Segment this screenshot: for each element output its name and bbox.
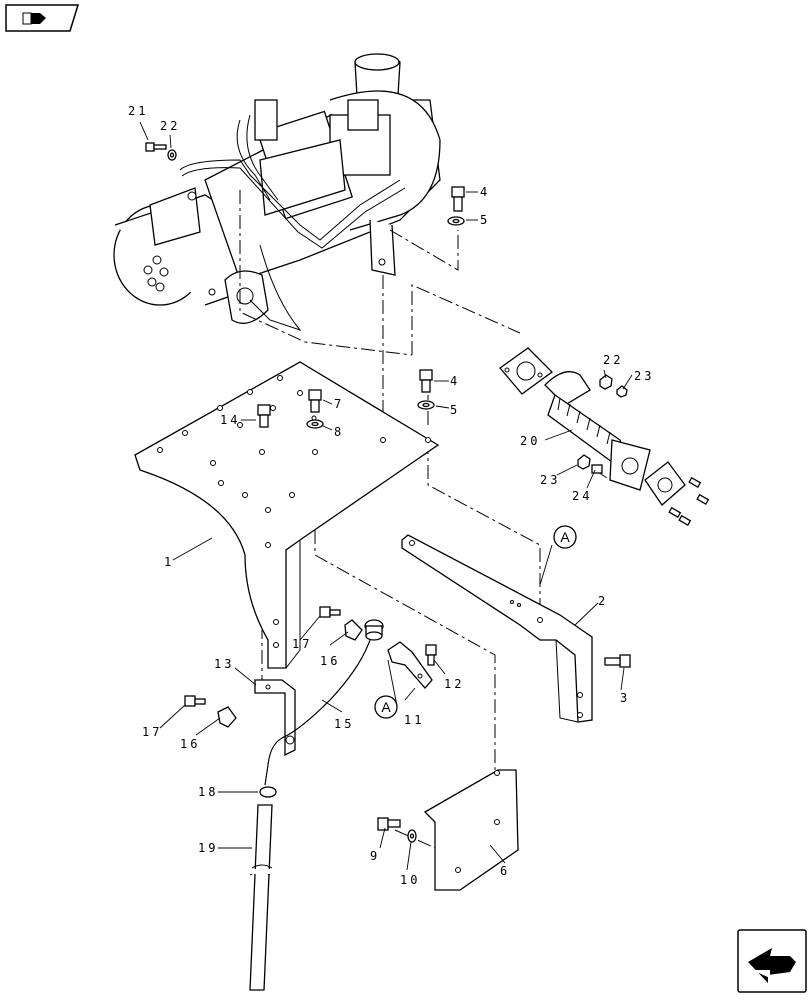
reference-a-top: A	[553, 525, 577, 549]
clip-16-upper	[344, 619, 363, 641]
pipe-15	[264, 619, 384, 786]
washer-22-top	[167, 149, 177, 161]
callout-8: 8	[334, 425, 344, 439]
washer-10	[407, 829, 417, 843]
callout-17-upper: 17	[292, 637, 312, 651]
callout-15: 15	[334, 717, 354, 731]
clamp-18	[259, 786, 277, 798]
callout-11: 11	[404, 713, 424, 727]
callout-6: 6	[500, 864, 510, 878]
callout-4-lower: 4	[450, 374, 460, 388]
callout-14: 14	[220, 413, 240, 427]
exhaust-pipe-20	[499, 347, 710, 526]
callout-1: 1	[164, 555, 174, 569]
callout-22-top: 22	[160, 119, 180, 133]
callout-17-lower: 17	[142, 725, 162, 739]
washer-5-lower	[417, 400, 435, 410]
bracket-2	[401, 534, 593, 723]
nut-23-top	[616, 385, 628, 398]
callout-19: 19	[198, 841, 218, 855]
bolt-4-lower	[419, 369, 433, 393]
hose-19	[249, 804, 273, 991]
bracket-6	[423, 769, 519, 891]
leader-lines	[139, 121, 633, 871]
callout-3: 3	[620, 691, 630, 705]
fitting-24	[591, 464, 603, 474]
reference-a-top-label: A	[560, 529, 570, 545]
callout-2: 2	[598, 594, 608, 608]
callout-4-upper: 4	[480, 185, 490, 199]
callout-24: 24	[572, 489, 592, 503]
callout-18: 18	[198, 785, 218, 799]
washer-8	[306, 419, 324, 429]
book-back-icon[interactable]	[5, 4, 80, 32]
bolt-21	[145, 142, 167, 152]
callout-22-right: 22	[603, 353, 623, 367]
plate-holes	[157, 375, 431, 648]
callout-7: 7	[334, 397, 344, 411]
nut-23-bottom	[577, 454, 591, 470]
reference-a-left-label: A	[381, 699, 391, 715]
bolt-14	[257, 404, 271, 428]
callout-5-lower: 5	[450, 403, 460, 417]
bolt-17-lower	[184, 695, 206, 707]
bolt-9	[377, 817, 401, 831]
engine-assembly	[113, 53, 441, 332]
callout-16-lower: 16	[180, 737, 200, 751]
washer-5-upper	[447, 216, 465, 226]
nut-22-right	[599, 374, 613, 390]
next-page-arrow-icon[interactable]	[737, 929, 807, 993]
bolt-17-upper	[319, 606, 341, 618]
clip-11	[387, 641, 433, 689]
clip-16-lower	[217, 706, 237, 728]
callout-10: 10	[400, 873, 420, 887]
callout-13: 13	[214, 657, 234, 671]
bolt-4-upper	[451, 186, 465, 212]
bolt-7	[308, 389, 322, 413]
bolt-12	[425, 644, 437, 666]
reference-a-left: A	[374, 695, 398, 719]
callout-21: 21	[128, 104, 148, 118]
callout-9: 9	[370, 849, 380, 863]
callout-labels: 21 22 4 5 4 5 7 8 14 22 23 20 23 24 1 2 …	[128, 104, 654, 887]
callout-20: 20	[520, 434, 540, 448]
mounting-plate-1	[134, 361, 440, 669]
callout-12: 12	[444, 677, 464, 691]
bolt-3	[604, 654, 631, 668]
callout-23-top: 23	[634, 369, 654, 383]
callout-5-upper: 5	[480, 213, 490, 227]
callout-16-upper: 16	[320, 654, 340, 668]
callout-23-bottom: 23	[540, 473, 560, 487]
